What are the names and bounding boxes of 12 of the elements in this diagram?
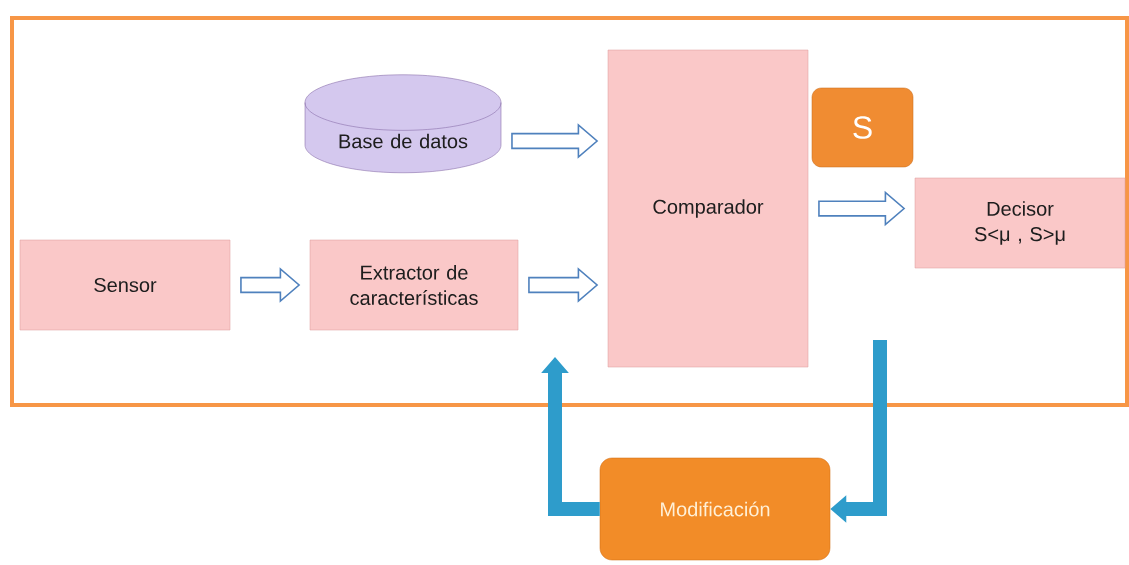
block-arrow — [511, 123, 599, 159]
score-box: S — [811, 87, 914, 168]
process-box: Modificación — [599, 457, 831, 561]
process-box: Decisor S<μ , S>μ — [914, 177, 1126, 269]
block-arrow — [528, 267, 599, 303]
block-arrow — [240, 267, 301, 303]
block-arrow — [818, 190, 906, 227]
process-box: Comparador — [607, 49, 809, 368]
frame-box — [10, 16, 1129, 407]
process-box: Sensor — [19, 239, 231, 331]
process-box: Extractor de características — [309, 239, 519, 331]
database-cylinder: Base de datos — [304, 74, 502, 173]
